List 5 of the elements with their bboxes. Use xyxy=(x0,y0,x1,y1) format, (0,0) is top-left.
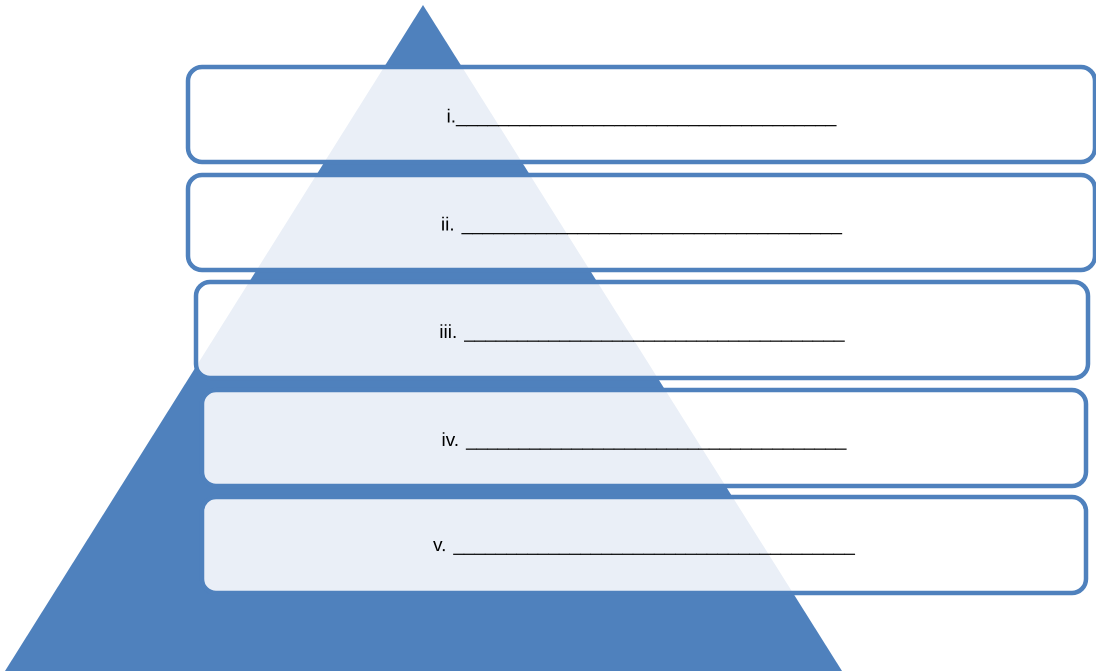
text-box: iii. ____________________________________ xyxy=(193,279,1091,381)
text-box: i.____________________________________ xyxy=(185,64,1096,165)
text-box: v. ______________________________________ xyxy=(199,494,1089,596)
text-box: iv. ____________________________________ xyxy=(199,387,1089,489)
text-box: ii. ____________________________________ xyxy=(185,172,1096,273)
